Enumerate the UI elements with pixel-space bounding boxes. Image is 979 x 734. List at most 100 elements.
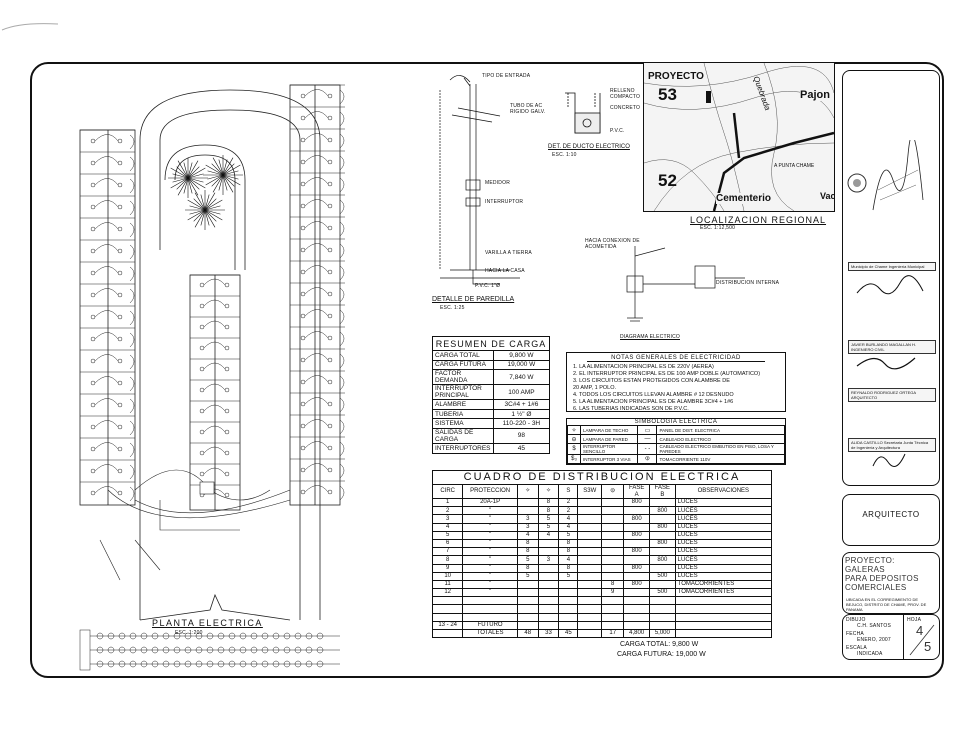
symbol-legend-row: $₃ INTERRUPTOR 3 VIAS ⦶ TOMACORRIENTE 11… [567, 454, 785, 464]
general-note-line: 3. LOS CIRCUITOS ESTAN PROTEGIDOS CON AL… [573, 378, 730, 384]
load-summary-row: CARGA FUTURA 19,000 W [432, 359, 551, 371]
symbol-label: CABLEADO ELECTRICO EMBUTIDO EN PISO, LOS… [656, 443, 785, 455]
title-block-stamps-panel [842, 70, 940, 486]
load-summary-row: ALAMBRE 3C#4 + 1#6 [432, 399, 551, 410]
location-scale: ESC. 1:12,500 [700, 225, 736, 231]
symbol-legend-title: SIMBOLOGIA ELECTRICA [634, 419, 718, 425]
diagram-title: DIAGRAMA ELECTRICO [620, 334, 680, 340]
symbol-icon: ✧ [567, 425, 581, 435]
distribution-cell [558, 604, 579, 614]
distribution-cell [537, 563, 560, 573]
distribution-cell: 4 [558, 514, 579, 524]
symbol-label: TOMACORRIENTE 110V [656, 454, 785, 464]
distribution-cell: 800 [623, 563, 651, 573]
distribution-cell [601, 563, 625, 573]
distribution-cell [462, 604, 518, 614]
symbol-icon: — [637, 434, 658, 444]
distribution-cell [623, 522, 651, 532]
hoja-total: 5 [924, 639, 932, 654]
distribution-cell [601, 555, 625, 565]
symbol-legend: SIMBOLOGIA ELECTRICA ✧ LAMPARA DE TECHO … [566, 418, 786, 465]
load-summary-value: 110-220 - 3H [492, 418, 551, 429]
load-summary-label: INTERRUPTORES [432, 442, 494, 454]
distribution-cell: LUCES [674, 555, 773, 565]
distribution-cell [516, 497, 539, 508]
symbol-label: CABLEADO ELECTRICO [656, 434, 785, 444]
hoja-number: 4 [916, 623, 924, 638]
load-summary-value: 19,000 W [492, 359, 551, 371]
project-name-line: PROYECTO: GALERAS [845, 556, 895, 574]
distribution-cell [558, 620, 579, 631]
distribution-cell: 2 [558, 506, 579, 516]
load-summary-label: CARGA FUTURA [432, 359, 494, 371]
fecha-value: ENERO, 2007 [857, 637, 891, 643]
project-name-line: COMERCIALES [845, 583, 907, 592]
dibujo-value: C.H. SANTOS [857, 623, 892, 629]
distribution-cell [601, 620, 625, 631]
distribution-header: FASE A [623, 484, 651, 499]
distribution-cell [462, 596, 518, 606]
diagram-label-distribucion: DISTRIBUCION INTERNA [716, 280, 780, 286]
distribution-cell [558, 612, 579, 622]
distribution-cell: 48 [516, 628, 539, 639]
distribution-cell: 3 [537, 555, 560, 565]
signature-scribble [872, 140, 924, 211]
distribution-cell: 500 [649, 588, 676, 598]
distribution-cell [623, 620, 651, 631]
distribution-cell [674, 604, 773, 614]
electrical-diagram-drawing [626, 246, 745, 322]
hoja-label: HOJA [907, 617, 922, 623]
distribution-cell: 4 [431, 522, 464, 532]
distribution-cell: 45 [558, 628, 579, 639]
sheet-number-box: HOJA 4 5 [903, 615, 939, 659]
distribution-header: CIRC [431, 484, 464, 499]
distribution-cell: 3 [516, 522, 539, 532]
distribution-header: S3W [577, 484, 603, 499]
distribution-cell: LUCES [674, 571, 773, 581]
load-summary-row: CARGA TOTAL 9,800 W [432, 350, 551, 361]
distribution-cell: 8 [516, 563, 539, 573]
distribution-cell [649, 530, 676, 540]
duct-detail-drawing [565, 92, 601, 134]
distribution-cell [537, 571, 560, 581]
distribution-cell: 8 [558, 563, 579, 573]
load-summary-label: ALAMBRE [432, 399, 494, 410]
distribution-cell [649, 563, 676, 573]
distribution-cell [649, 579, 676, 590]
load-summary-title: RESUMEN DE CARGA [432, 336, 550, 351]
distribution-cell: 8 [537, 506, 560, 516]
fecha-label: FECHA [846, 631, 864, 637]
distribution-cell [577, 563, 603, 573]
distribution-cell [577, 506, 603, 516]
distribution-cell [623, 506, 651, 516]
distribution-cell [623, 571, 651, 581]
map-label-cementerio: Cementerio [716, 193, 772, 204]
distribution-cell: 4,800 [623, 628, 651, 639]
distribution-cell: 5,000 [649, 628, 676, 639]
load-summary-value: 7,840 W [492, 369, 551, 386]
distribution-cell: LUCES [674, 506, 773, 516]
distribution-cell: TOMACORRIENTES [674, 579, 773, 590]
symbol-legend-row: ✧ LAMPARA DE TECHO ▭ PANEL DE DIST. ELEC… [567, 425, 785, 435]
distribution-cell: 800 [623, 579, 651, 590]
general-note-line: 2. EL INTERRUPTOR PRINCIPAL ES DE 100 AM… [573, 371, 761, 377]
project-location: UBICADA EN EL CORREGIMIENTO DE BEJUCO, D… [846, 597, 927, 612]
official-seal-icon [847, 173, 867, 193]
distribution-cell: 7 [431, 547, 464, 557]
distribution-cell: 17 [601, 628, 625, 639]
distribution-cell: 20A-1P [462, 497, 518, 508]
load-summary-row: SISTEMA 110-220 - 3H [432, 418, 551, 429]
distribution-header: ⦶ [601, 484, 625, 499]
distribution-cell [649, 620, 676, 631]
distribution-cell: " [462, 588, 518, 598]
duct-detail-title: DET. DE DUCTO ELECTRICO [548, 144, 630, 150]
distribution-cell [577, 538, 603, 549]
map-label-53: 53 [658, 85, 677, 104]
pole-label-varilla: VARILLA A TIERRA [485, 250, 532, 256]
